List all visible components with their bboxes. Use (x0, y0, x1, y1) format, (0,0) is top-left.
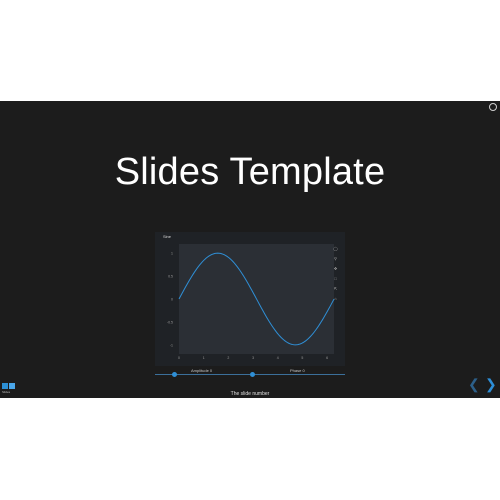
x-tick-label: 4 (277, 356, 279, 360)
x-tick-label: 3 (252, 356, 254, 360)
amplitude-slider-track[interactable] (155, 374, 250, 375)
phase-label: Phase 0 (290, 368, 305, 373)
plot-panel: Sine 1 0.5 0 -0.5 -1 0 1 2 3 4 5 6 (155, 232, 345, 366)
pan-icon[interactable]: ✥ (333, 266, 338, 271)
plot-title: Sine (163, 234, 172, 239)
x-tick-label: 0 (178, 356, 180, 360)
amplitude-slider-handle[interactable] (172, 372, 177, 377)
y-tick-label: 1 (171, 252, 173, 256)
widget-row: Amplitude 0 Phase 0 (155, 368, 345, 380)
phase-slider-handle[interactable] (250, 372, 255, 377)
next-slide-button[interactable]: ❯ (485, 376, 497, 392)
y-tick-label: -0.5 (167, 320, 173, 324)
x-tick-label: 1 (203, 356, 205, 360)
fullscreen-icon[interactable] (489, 103, 497, 111)
y-tick-label: -1 (170, 343, 173, 347)
autoscale-icon[interactable]: ⇱ (333, 286, 338, 291)
box-select-icon[interactable]: □ (334, 276, 337, 281)
sine-series-line (178, 252, 335, 346)
phase-slider-track[interactable] (251, 374, 345, 375)
x-tick-label: 6 (326, 356, 328, 360)
x-tick-label: 5 (301, 356, 303, 360)
previous-slide-button[interactable]: ❮ (468, 376, 480, 392)
zoom-icon[interactable]: ⚲ (334, 256, 337, 261)
reset-icon[interactable]: ⌂ (334, 296, 337, 301)
x-tick-label: 2 (227, 356, 229, 360)
menu-button[interactable]: Slides (2, 383, 16, 395)
slide-title: Slides Template (114, 151, 386, 193)
y-tick-label: 0.5 (168, 275, 173, 279)
amplitude-label: Amplitude 0 (191, 368, 213, 373)
menu-icon (2, 383, 8, 389)
slide-number: The slide number (230, 391, 270, 397)
menu-label: Slides (2, 390, 11, 394)
settings-icon (9, 383, 15, 389)
plot-toolbar: ◯ ⚲ ✥ □ ⇱ ⌂ (333, 246, 338, 326)
y-tick-label: 0 (171, 298, 173, 302)
sine-chart: 1 0.5 0 -0.5 -1 0 1 2 3 4 5 6 (167, 244, 335, 360)
plotly-logo-icon[interactable]: ◯ (333, 246, 338, 251)
